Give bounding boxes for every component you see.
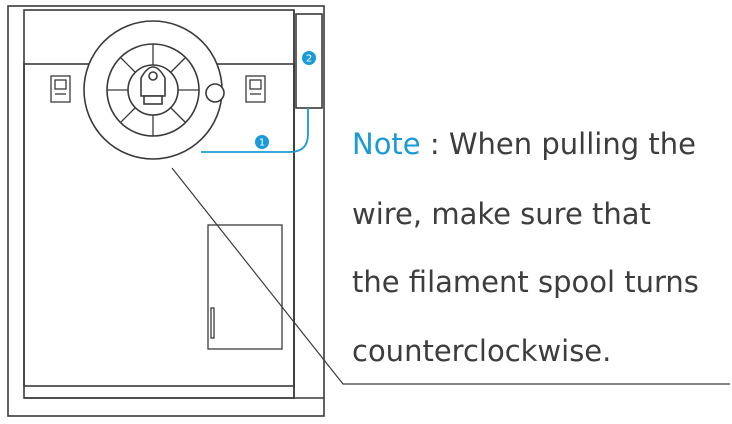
note-separator: : xyxy=(420,127,449,161)
filament-wire xyxy=(201,108,309,153)
lower-access-door xyxy=(207,224,283,350)
filament-sensor-box xyxy=(295,13,323,109)
note-text-1: When pulling the xyxy=(448,127,696,161)
svg-text:2: 2 xyxy=(306,54,312,65)
note-label: Note xyxy=(352,127,421,161)
printer-outer-frame xyxy=(7,5,325,417)
note-line-1: Note : When pulling the xyxy=(352,126,696,162)
note-line-4: counterclockwise. xyxy=(352,333,611,369)
note-leader-line xyxy=(171,167,730,385)
note-line-2: wire, make sure that xyxy=(352,196,651,232)
svg-text:1: 1 xyxy=(259,138,265,149)
note-text-3: the filament spool turns xyxy=(352,265,699,299)
note-text-4: counterclockwise. xyxy=(352,334,612,368)
note-line-3: the filament spool turns xyxy=(352,264,699,300)
callout-1: 1 xyxy=(255,135,269,149)
right-mount-bracket xyxy=(245,75,266,103)
spool-knob xyxy=(205,83,225,103)
filament-spool xyxy=(83,20,225,160)
note-text-2: wire, make sure that xyxy=(352,197,651,231)
left-mount-bracket xyxy=(50,75,71,103)
callout-2: 2 xyxy=(302,51,316,65)
